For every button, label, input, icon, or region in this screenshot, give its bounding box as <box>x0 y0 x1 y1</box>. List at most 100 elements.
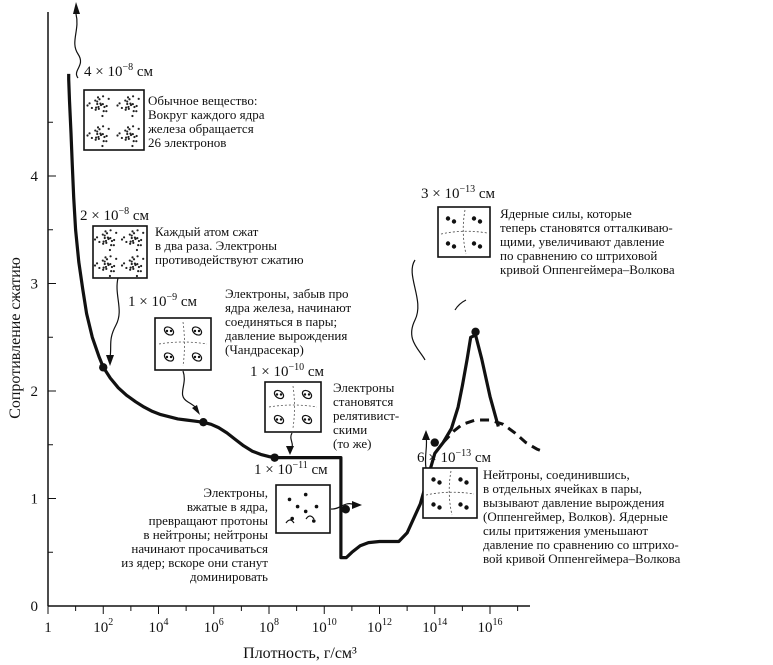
x-tick-label: 1010 <box>312 617 337 636</box>
electron-dot <box>94 99 97 102</box>
electron-dot <box>133 105 136 109</box>
electron-dot <box>126 132 129 136</box>
electron-dot <box>124 99 127 102</box>
electron-dot <box>275 393 279 396</box>
electron-dot <box>103 236 106 240</box>
annotation-scale-a6: 3 × 10−13 см <box>421 184 496 202</box>
electron-dot <box>101 95 105 98</box>
electron-dot <box>113 264 116 268</box>
electron-dot <box>128 98 131 101</box>
annotation-scale-a4: 1 × 10−10 см <box>250 362 325 380</box>
electron-dot <box>105 267 108 270</box>
electron-dot <box>125 240 128 244</box>
electron-dot <box>95 236 99 239</box>
electron-dot <box>197 329 201 333</box>
annotation-scale-a1: 4 × 10−8 см <box>84 62 154 80</box>
annotation-scale-a2: 2 × 10−8 см <box>80 206 150 224</box>
x-tick-label: 1014 <box>422 617 447 636</box>
electron-dot <box>102 242 105 245</box>
electron-pair <box>301 389 313 400</box>
electron-dot <box>131 230 134 233</box>
electron-dot <box>101 133 104 136</box>
electron-dot <box>97 105 100 109</box>
electron-dot <box>97 135 100 139</box>
electron-dot <box>128 259 131 262</box>
electron-dot <box>105 232 109 235</box>
data-point <box>270 453 279 462</box>
neutron-dot <box>437 480 442 485</box>
electron-dot <box>96 96 100 99</box>
electron-dot <box>131 144 134 148</box>
electron-dot <box>103 234 106 237</box>
electron-dot <box>169 329 173 333</box>
electron-dot <box>104 230 107 233</box>
electron-dot <box>131 125 135 128</box>
electron-dot <box>120 264 124 267</box>
electron-dot <box>139 244 142 247</box>
neutron-dot <box>458 477 463 482</box>
electron-dot <box>101 125 105 128</box>
electron-dot <box>137 244 140 247</box>
electron-dot <box>112 270 115 273</box>
electron-dot <box>107 97 110 100</box>
electron-dot <box>129 102 132 105</box>
electron-dot <box>130 260 133 263</box>
particle-cell-a1 <box>83 89 145 151</box>
callout-arrowhead <box>422 430 430 440</box>
electron-dot <box>122 236 126 239</box>
electron-dot <box>90 136 93 140</box>
annotation-text-a4: Электроны становятся релятивист- скими (… <box>333 380 400 451</box>
x-axis-title: Плотность, г/см³ <box>243 645 357 662</box>
cell-frame <box>92 225 148 279</box>
electron-dot <box>307 418 311 421</box>
electron-dot <box>125 136 128 139</box>
electron-dot <box>129 266 132 269</box>
electron-dot <box>90 106 93 110</box>
electron-dot <box>97 107 100 110</box>
electron-dot <box>303 418 307 421</box>
electron-dot <box>94 138 97 141</box>
particle-cell-a2 <box>92 225 148 279</box>
neutron-dot <box>471 216 477 221</box>
data-point <box>199 417 208 427</box>
electron-dot <box>197 355 201 359</box>
electron-dot <box>136 229 139 232</box>
electron-dot <box>129 132 132 135</box>
electron-dot <box>132 241 135 244</box>
electron-dot <box>115 231 118 234</box>
electron-dot <box>129 242 132 245</box>
electron-dot <box>118 132 121 135</box>
particle-dot <box>303 509 308 514</box>
electron-dot <box>108 248 112 252</box>
electron-dot <box>128 233 131 236</box>
electron-dot <box>97 137 100 140</box>
neutron-dot <box>477 219 483 224</box>
electron-dot <box>106 262 110 265</box>
electron-dot <box>132 140 135 143</box>
particle-dot <box>314 504 319 509</box>
data-point <box>430 438 439 447</box>
electron-dot <box>135 110 138 113</box>
callout-leader <box>411 259 426 361</box>
electron-dot <box>110 244 113 247</box>
electron-dot <box>109 263 112 266</box>
electron-dot <box>107 127 110 130</box>
electron-dot <box>140 238 143 242</box>
annotation-scale-a7: 6 × 10−13 см <box>417 448 492 466</box>
electron-dot <box>275 418 279 421</box>
electron-dot <box>120 136 123 140</box>
particle-cell-a4 <box>264 381 322 433</box>
neutron-dot <box>437 505 442 510</box>
electron-dot <box>95 106 98 109</box>
electron-dot <box>109 229 112 232</box>
neutron-dot <box>445 216 451 221</box>
electron-dot <box>118 102 121 105</box>
callout-leader <box>74 13 82 79</box>
electron-dot <box>142 257 145 260</box>
electron-dot <box>127 135 130 139</box>
electron-dot <box>102 240 105 243</box>
electron-dot <box>93 264 97 267</box>
particle-cell-a5 <box>275 484 331 534</box>
electron-dot <box>131 95 135 98</box>
